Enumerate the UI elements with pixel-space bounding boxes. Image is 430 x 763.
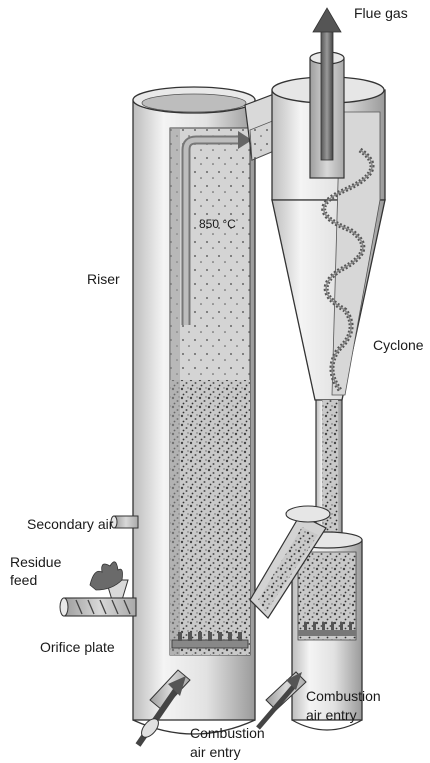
label-residue-feed-1: Residue: [10, 554, 62, 570]
label-cyclone: Cyclone: [373, 337, 424, 353]
label-combustion-air-right-2: air entry: [306, 707, 357, 723]
label-orifice-plate: Orifice plate: [40, 639, 115, 655]
label-flue-gas: Flue gas: [354, 5, 408, 21]
label-combustion-air-bottom-2: air entry: [190, 744, 241, 760]
label-temperature: 850 °C: [199, 217, 236, 231]
label-riser: Riser: [87, 271, 120, 287]
label-secondary-air: Secondary air: [27, 516, 114, 532]
riser-column: [133, 87, 255, 734]
label-combustion-air-right-1: Combustion: [306, 688, 381, 704]
label-combustion-air-bottom-1: Combustion: [190, 725, 265, 741]
label-residue-feed-2: feed: [10, 572, 37, 588]
secondary-air-port: [111, 516, 138, 528]
residue-feed: [60, 562, 136, 616]
